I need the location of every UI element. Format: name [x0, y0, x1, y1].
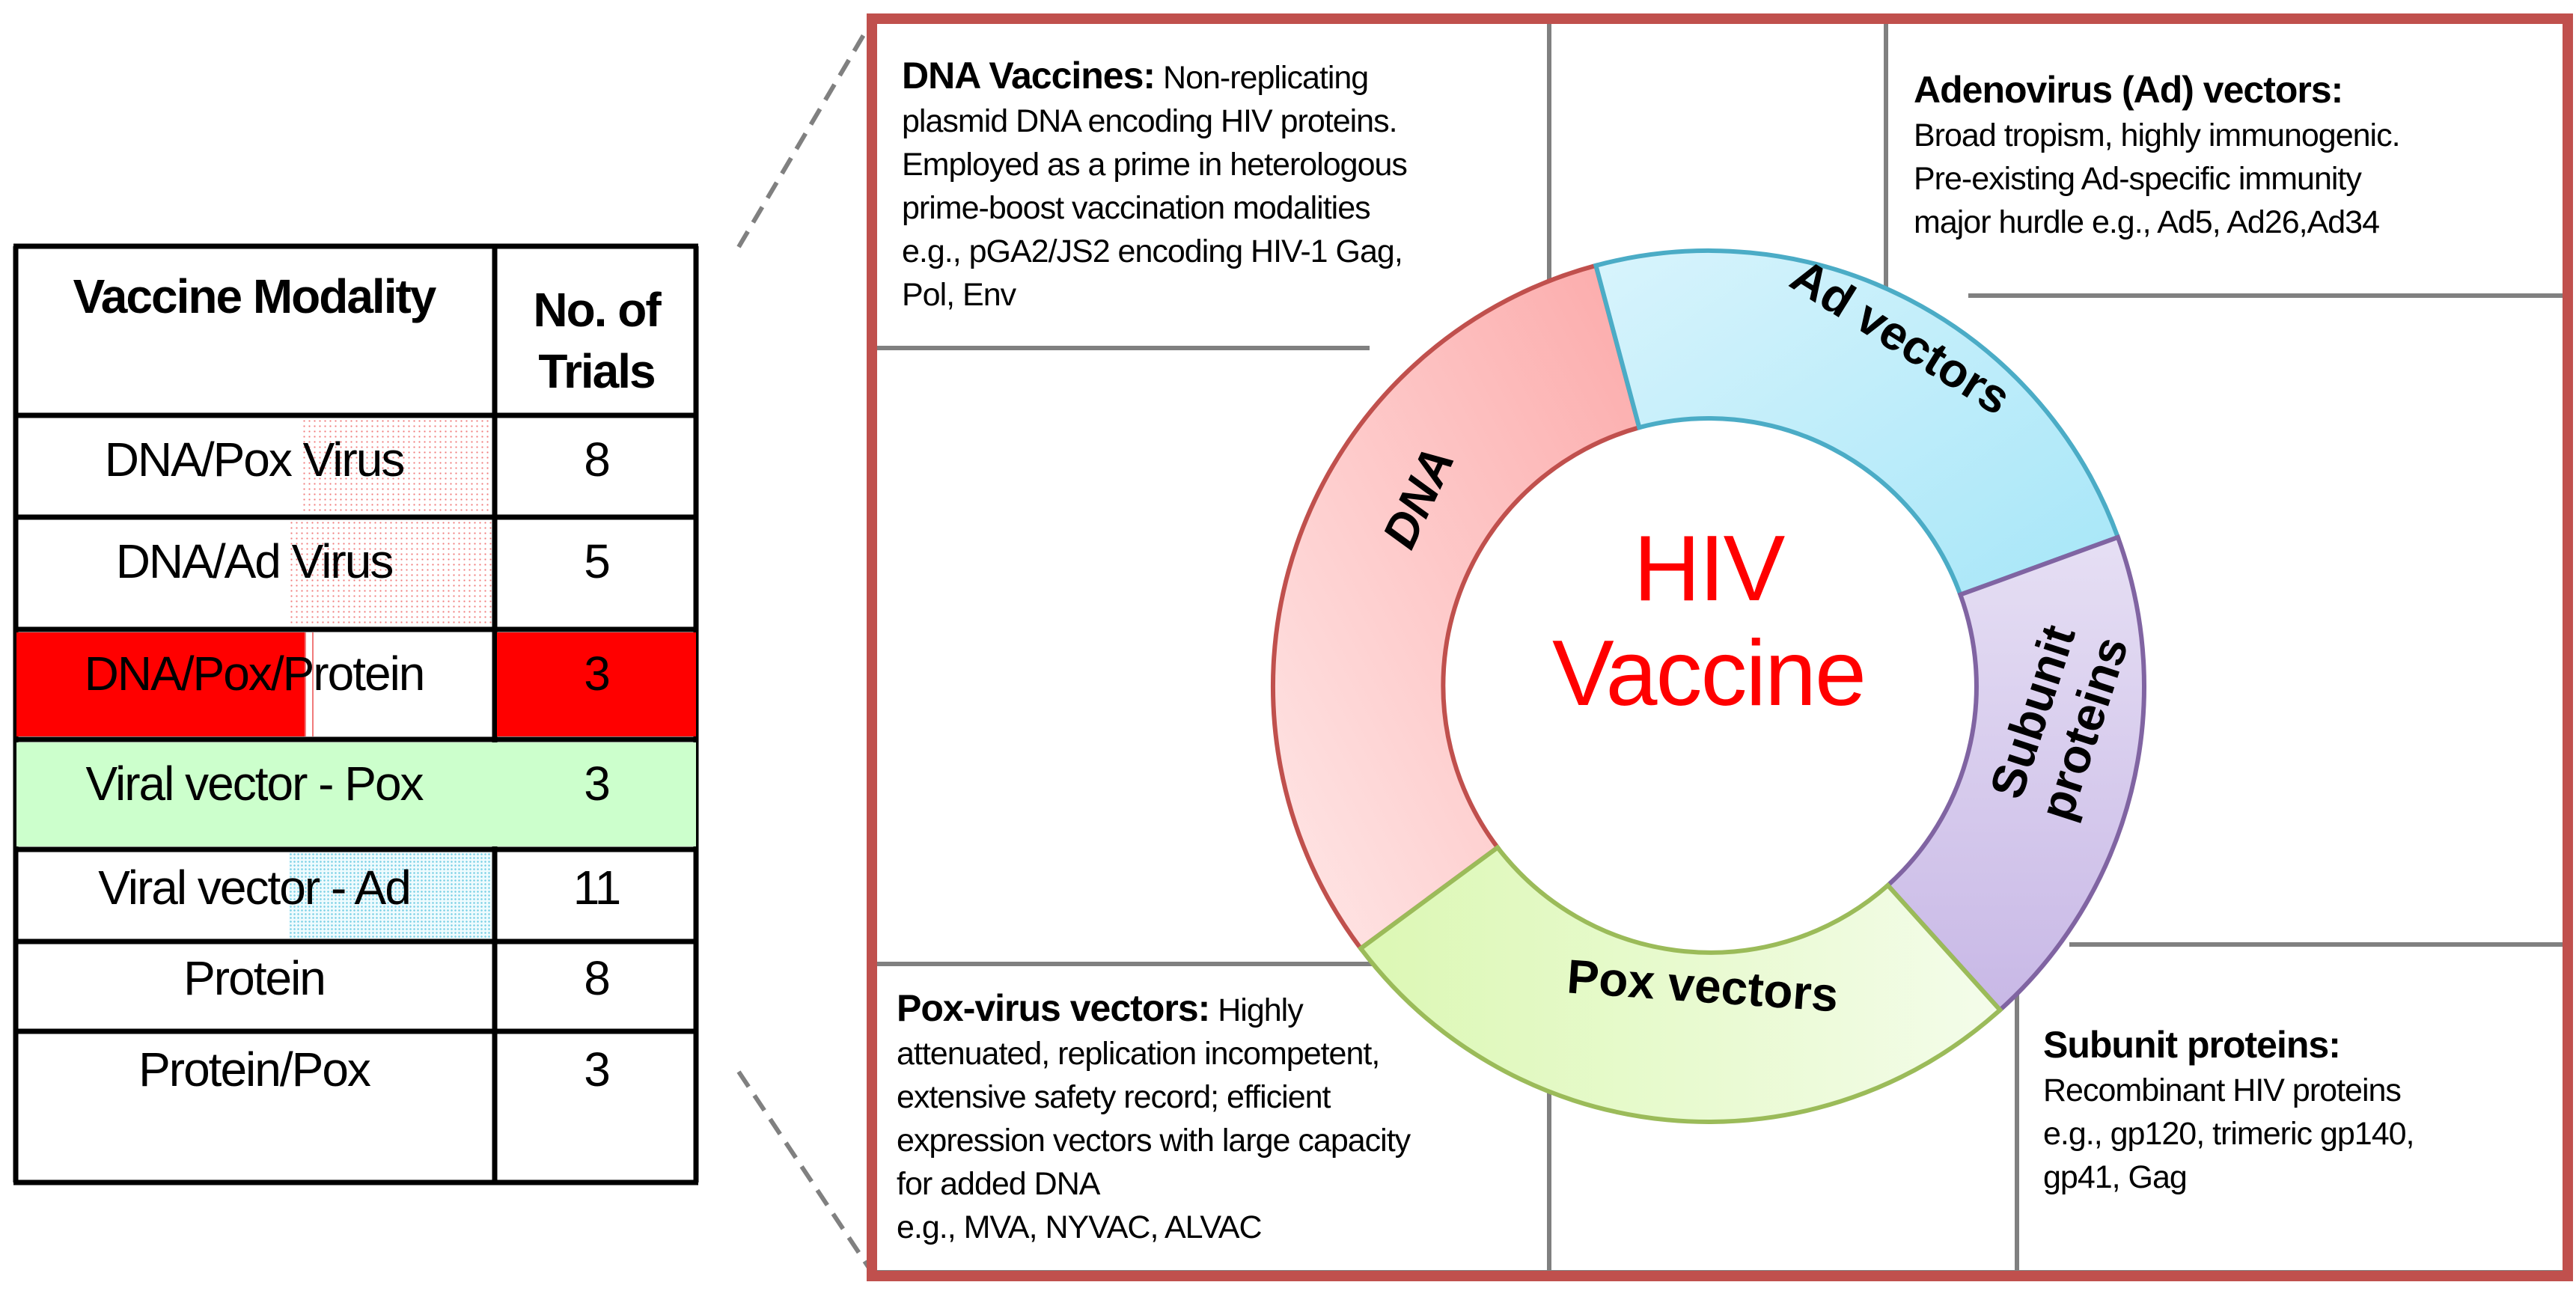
desc-subunit-proteins: Subunit proteins: Recombinant HIV protei…	[2043, 1021, 2560, 1199]
desc-adenovirus-title: Adenovirus (Ad) vectors:	[1914, 69, 2343, 111]
desc-poxvirus-line: attenuated, replication incompetent,	[897, 1036, 1380, 1072]
header-no-of-trials: No. of Trials	[495, 246, 698, 415]
vaccine-ring	[1270, 248, 2146, 1124]
red-frame	[867, 13, 2573, 1281]
desc-poxvirus-line: e.g., MVA, NYVAC, ALVAC	[897, 1209, 1263, 1245]
modality-cell: Protein	[183, 951, 326, 1005]
center-title: HIV Vaccine	[1484, 516, 1933, 726]
row-divider-mark	[305, 632, 314, 736]
modality-cell: Protein/Pox	[138, 1043, 371, 1096]
trials-cell: 3	[584, 647, 611, 701]
desc-dna-line: prime-boost vaccination modalities	[902, 190, 1371, 226]
desc-poxvirus-line: expression vectors with large capacity	[897, 1123, 1411, 1159]
trials-cell: 8	[584, 951, 611, 1005]
row-pattern-fill	[302, 418, 492, 514]
trials-cell: 5	[584, 534, 611, 588]
table-header-row: Vaccine Modality No. of Trials	[13, 246, 698, 415]
header-trials-line2: Trials	[538, 344, 656, 398]
table-row: Protein 8	[13, 941, 698, 1031]
desc-subunit-line: e.g., gp120, trimeric gp140,	[2043, 1116, 2414, 1152]
trials-cell: 8	[584, 433, 611, 486]
desc-adenovirus-vectors: Adenovirus (Ad) vectors: Broad tropism, …	[1914, 66, 2557, 244]
desc-poxvirus-text-first: Highly	[1209, 992, 1304, 1028]
center-title-line1: HIV	[1633, 517, 1786, 620]
table-row: Protein/Pox 3	[13, 1031, 698, 1182]
modality-cell: DNA/Ad Virus	[115, 534, 394, 588]
table-row: DNA/Pox/Protein 3	[13, 629, 698, 739]
ring-segment-dna[interactable]	[1270, 263, 1642, 952]
desc-dna-line: e.g., pGA2/JS2 encoding HIV-1 Gag,	[902, 234, 1403, 269]
desc-dna-title: DNA Vaccines:	[902, 55, 1156, 97]
modality-cell: Viral vector - Pox	[85, 757, 424, 811]
ring-segment-pox[interactable]	[1357, 844, 2003, 1124]
desc-adenovirus-line: Pre-existing Ad-specific immunity	[1914, 161, 2362, 197]
modality-cell: DNA/Pox Virus	[104, 433, 406, 486]
trials-cell: 11	[573, 861, 621, 915]
table-row: DNA/Pox Virus 8	[13, 415, 698, 517]
desc-subunit-title: Subunit proteins:	[2043, 1024, 2341, 1066]
trials-cell: 3	[584, 1043, 611, 1096]
table-grid	[13, 243, 699, 1185]
ring-segment-subunit[interactable]	[1884, 534, 2146, 1013]
table-row: DNA/Ad Virus 5	[13, 517, 698, 629]
table-row: Viral vector - Pox 3	[13, 739, 698, 849]
modality-cell: Viral vector - Ad	[98, 861, 412, 915]
desc-adenovirus-line: major hurdle e.g., Ad5, Ad26,Ad34	[1914, 204, 2380, 240]
desc-poxvirus-line: extensive safety record; efficient	[897, 1079, 1331, 1115]
row-red-fill	[16, 632, 305, 736]
trials-cell: 3	[584, 757, 611, 811]
ring-segment-ad[interactable]	[1593, 248, 2121, 598]
desc-dna-line: plasmid DNA encoding HIV proteins.	[902, 103, 1398, 139]
desc-dna-line: Pol, Env	[902, 277, 1016, 313]
desc-adenovirus-line: Broad tropism, highly immunogenic.	[1914, 117, 2401, 153]
row-pattern-fill	[289, 852, 492, 939]
row-pattern-fill	[289, 520, 492, 626]
table-row: Viral vector - Ad 11	[13, 849, 698, 941]
desc-dna-text-first: Non-replicating	[1155, 60, 1369, 96]
desc-dna-vaccines: DNA Vaccines: Non-replicating plasmid DN…	[902, 54, 1538, 317]
dashed-connector-lines	[736, 19, 874, 1274]
row-red-fill	[497, 632, 696, 736]
modality-cell: DNA/Pox/Protein	[84, 647, 426, 701]
desc-poxvirus-title: Pox-virus vectors:	[897, 987, 1210, 1029]
header-vaccine-modality: Vaccine Modality	[73, 269, 437, 323]
desc-subunit-line: gp41, Gag	[2043, 1159, 2188, 1195]
center-title-line2: Vaccine	[1552, 622, 1867, 725]
row-green-fill	[16, 742, 696, 846]
header-trials-line1: No. of	[533, 283, 661, 337]
desc-dna-line: Employed as a prime in heterologous	[902, 147, 1408, 183]
desc-poxvirus-vectors: Pox-virus vectors: Highly attenuated, re…	[897, 986, 1548, 1249]
desc-poxvirus-line: for added DNA	[897, 1166, 1100, 1202]
desc-subunit-line: Recombinant HIV proteins	[2043, 1072, 2402, 1108]
vaccine-trials-table: Vaccine Modality No. of Trials DNA/Pox V…	[13, 246, 698, 1182]
